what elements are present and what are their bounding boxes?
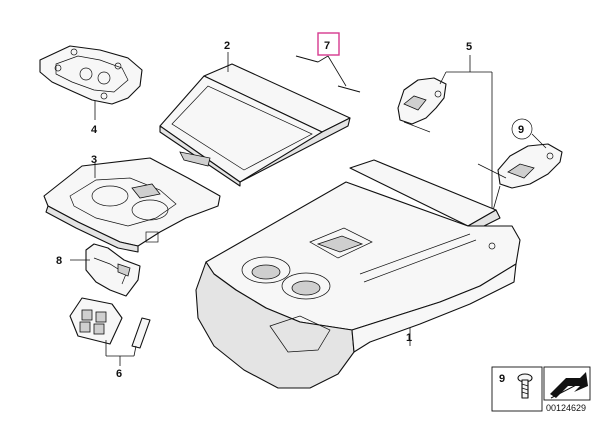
highlight-box-7 — [317, 32, 340, 56]
callout-7: 7 — [324, 40, 330, 52]
callout-6: 6 — [116, 368, 122, 380]
document-number: 00124629 — [546, 403, 586, 413]
callout-2: 2 — [224, 40, 230, 52]
arrow-symbol-box — [543, 366, 591, 401]
part-5-hinge-right[interactable] — [477, 143, 563, 189]
callout-8: 8 — [56, 255, 62, 267]
callout-9: 9 — [518, 124, 524, 136]
callout-5: 5 — [466, 41, 472, 53]
part-5-hinge-left[interactable] — [397, 77, 447, 133]
callout-9-circle — [511, 118, 533, 140]
arrow-icon — [550, 372, 588, 399]
callout-3: 3 — [91, 154, 97, 166]
part-3-bezel[interactable] — [43, 157, 221, 253]
callout-4: 4 — [91, 124, 98, 136]
screw-icon — [517, 373, 533, 399]
callout-1: 1 — [406, 332, 412, 344]
part-1-console[interactable] — [195, 159, 521, 389]
fastener-legend-box: 9 — [491, 366, 543, 412]
part-6-switch-panel[interactable] — [69, 297, 123, 345]
part-6-strip[interactable] — [131, 317, 151, 349]
part-7-pins[interactable] — [295, 55, 361, 93]
part-4-trim-mat[interactable] — [39, 45, 143, 105]
fastener-callout: 9 — [499, 373, 505, 385]
part-2-lid[interactable] — [159, 63, 351, 187]
part-8-tray[interactable] — [85, 243, 141, 297]
